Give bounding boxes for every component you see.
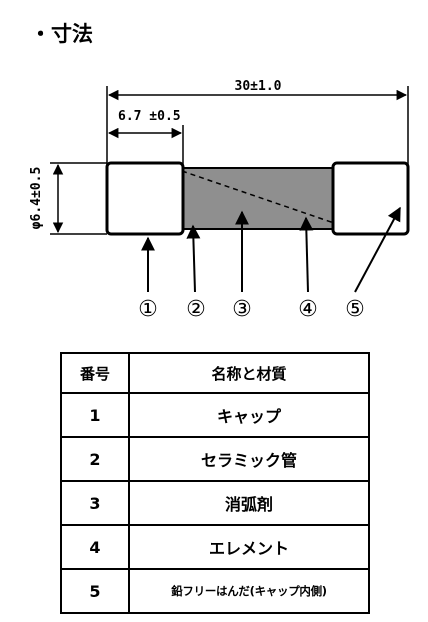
callout-arrows (141, 206, 401, 293)
row-name: 鉛フリーはんだ(キャップ内側) (128, 568, 370, 614)
right-cap (331, 161, 410, 236)
ceramic-tube (179, 167, 337, 230)
left-cap (105, 161, 185, 236)
row-name: 消弧剤 (128, 480, 370, 526)
section-title: ・寸法 (30, 22, 93, 46)
table-row: 2 セラミック管 (60, 436, 370, 482)
overall-length-label: 30±1.0 (235, 79, 282, 94)
table-row: 1 キャップ (60, 392, 370, 438)
callout-4: ④ (298, 297, 318, 322)
cap-length-dimension: 6.7 ±0.5 (107, 109, 184, 165)
callout-arrow-2 (186, 224, 201, 293)
table-row: 5 鉛フリーはんだ(キャップ内側) (60, 568, 370, 614)
diameter-label: φ6.4±0.5 (29, 167, 44, 230)
callout-1: ① (138, 297, 158, 322)
row-name: エレメント (128, 524, 370, 570)
table-row: 4 エレメント (60, 524, 370, 570)
parts-table: 番号 名称と材質 1 キャップ 2 セラミック管 3 消弧剤 4 エレメント 5… (60, 352, 370, 614)
fuse-dimension-diagram: 30±1.0 6.7 ±0.5 φ6.4±0.5 ① ② ③ ④ ⑤ (29, 79, 410, 322)
header-number: 番号 (60, 352, 130, 394)
callout-3: ③ (232, 297, 252, 322)
callout-5: ⑤ (345, 297, 365, 322)
diameter-dimension: φ6.4±0.5 (29, 162, 107, 235)
row-name: キャップ (128, 392, 370, 438)
row-number: 4 (60, 524, 130, 570)
header-name-material: 名称と材質 (128, 352, 370, 394)
row-name: セラミック管 (128, 436, 370, 482)
cap-length-label: 6.7 ±0.5 (118, 109, 181, 124)
overall-length-dimension: 30±1.0 (106, 79, 409, 165)
callout-arrow-5 (354, 206, 401, 293)
callout-2: ② (186, 297, 206, 322)
table-row: 3 消弧剤 (60, 480, 370, 526)
row-number: 3 (60, 480, 130, 526)
row-number: 2 (60, 436, 130, 482)
fuse-body (105, 161, 410, 236)
callout-arrow-4 (299, 216, 314, 293)
table-header-row: 番号 名称と材質 (60, 352, 370, 394)
row-number: 1 (60, 392, 130, 438)
row-number: 5 (60, 568, 130, 614)
